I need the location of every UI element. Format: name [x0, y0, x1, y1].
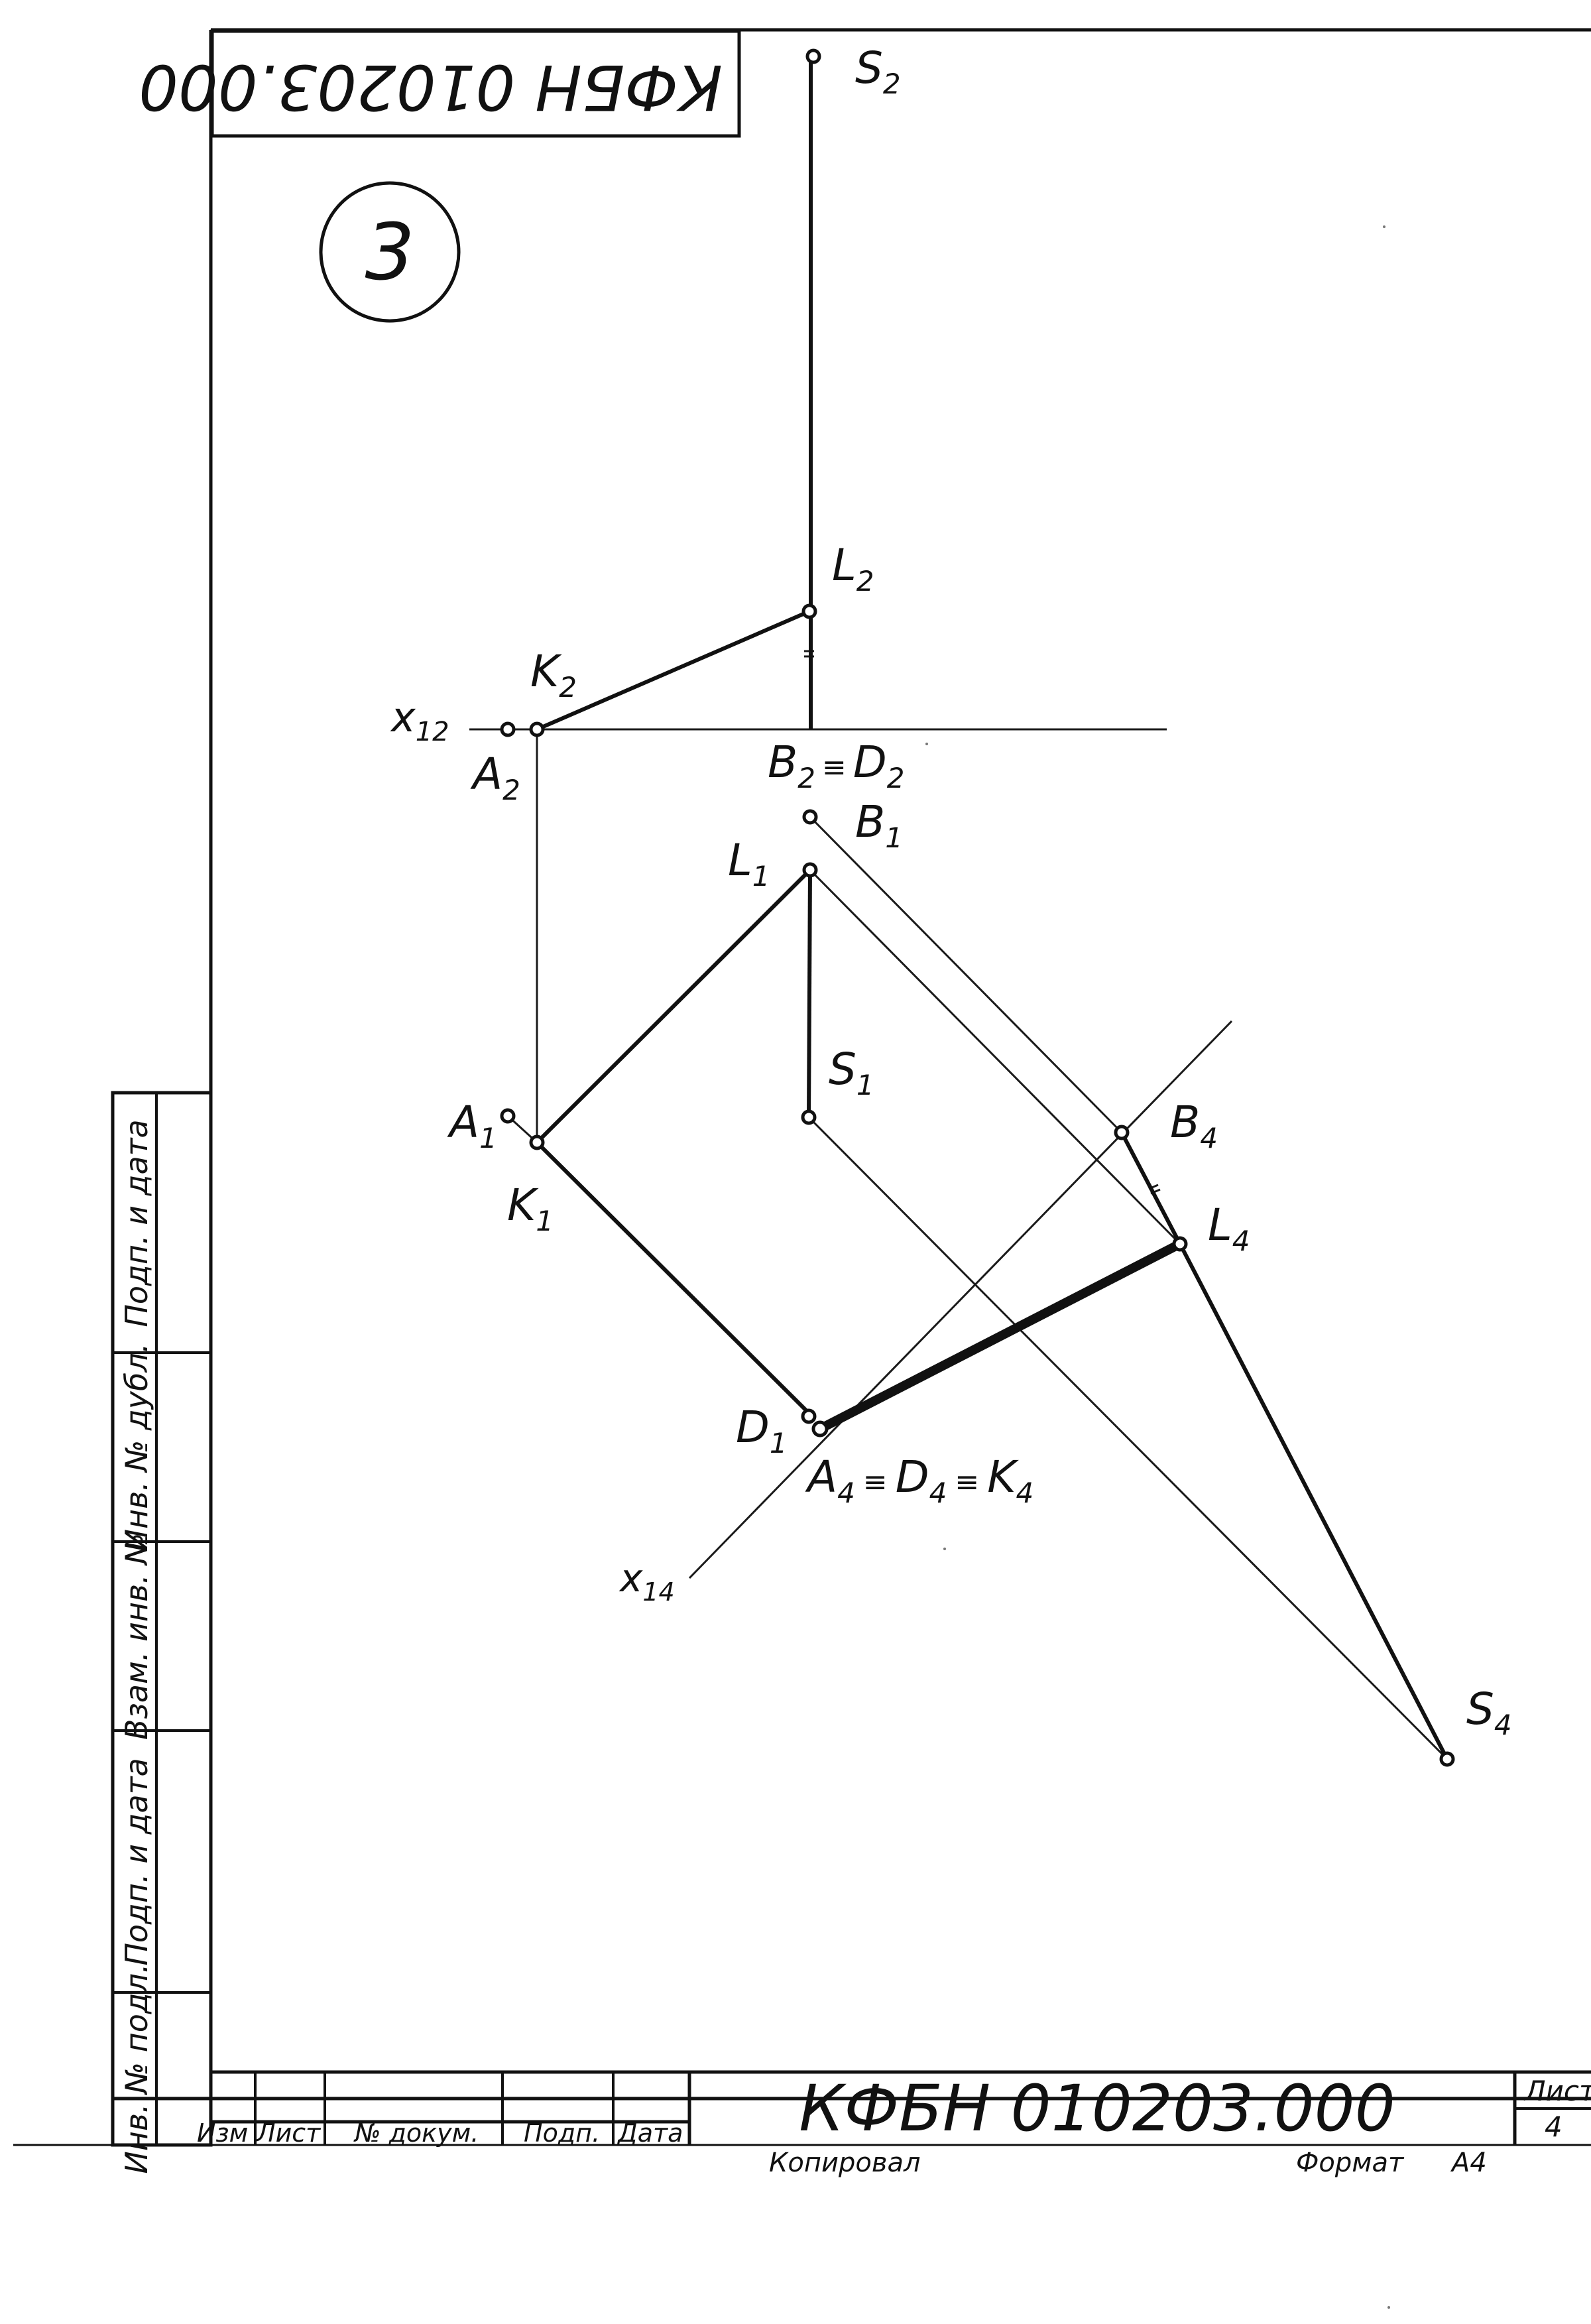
point-b4 [1114, 1125, 1130, 1140]
label-a4-d4-k4: A4≡D4≡K4 [805, 1451, 1033, 1509]
edge-l4-s4 [1178, 1243, 1449, 1760]
side-strip: Подп. и дата Инв. № дубл. Взам. инв. № П… [111, 1091, 213, 2174]
label-k2: K2 [530, 646, 577, 703]
side-podp-data-top: Подп. и дата [119, 1119, 154, 1327]
result-edge-a4-l4 [815, 1239, 1185, 1434]
scan-specks [925, 225, 1390, 2309]
title-code: КФБН 010203.000 [799, 2071, 1395, 2146]
point-l1 [802, 862, 818, 878]
mirrored-stamp-code: КФБН 010203.000 [139, 50, 723, 123]
label-s4: S4 [1466, 1683, 1512, 1741]
task-number-circle: 3 [319, 181, 461, 323]
edge-k2-l2 [536, 609, 811, 731]
title-n-dokum: № докум. [353, 2118, 479, 2148]
label-a2: A2 [470, 749, 520, 806]
task-number: 3 [365, 206, 414, 298]
point-s4 [1439, 1751, 1455, 1767]
point-a2 [500, 721, 516, 737]
label-l2: L2 [832, 540, 874, 597]
title-format-label: Формат [1296, 2148, 1405, 2178]
edge-k1-d1 [535, 1140, 812, 1416]
title-block: Изм Лист № докум. Подп. Дата КФБН 010203… [197, 2070, 1591, 2178]
point-labels: S2 L2 K2 x12 A2 B2≡D2 B1 L1 S1 A1 K1 D1 … [390, 42, 1512, 1741]
projection-line-b [809, 816, 1123, 1134]
label-l1: L1 [728, 835, 770, 892]
label-x12: x12 [390, 693, 449, 747]
side-vzam-inv: Взам. инв. № [119, 1533, 154, 1740]
point-k1 [529, 1134, 545, 1150]
label-k1: K1 [507, 1180, 554, 1237]
label-d1: D1 [736, 1402, 788, 1459]
projection-line-l [809, 869, 1181, 1245]
label-s2: S2 [855, 42, 901, 100]
label-b4: B4 [1170, 1097, 1218, 1154]
title-list-label: Лист [1523, 2075, 1591, 2107]
point-s1 [801, 1109, 817, 1125]
title-list: Лист [255, 2118, 322, 2148]
point-l2 [801, 603, 817, 619]
label-x14: x14 [619, 1556, 675, 1607]
side-inv-dubl: Инв. № дубл. [119, 1343, 154, 1552]
axis-x14 [688, 1020, 1233, 1579]
label-s1: S1 [829, 1044, 874, 1101]
points [500, 48, 1455, 1767]
label-a1: A1 [447, 1097, 497, 1154]
point-a1 [500, 1108, 516, 1124]
side-podp-data-bottom: Подп. и дата [119, 1758, 154, 1965]
label-b1: B1 [855, 796, 903, 854]
title-podp: Подп. [524, 2118, 600, 2148]
edge-l1-s1 [807, 869, 812, 1118]
construction-lines [469, 650, 1448, 1760]
edge-b4-l4 [1120, 1131, 1182, 1245]
title-format-value: А4 [1450, 2148, 1487, 2178]
edge-l1-k1 [535, 868, 812, 1144]
projection-line-s [807, 1116, 1448, 1760]
side-inv-podl: Инв. № подл. [119, 1963, 154, 2173]
title-kopiroval: Копировал [769, 2148, 921, 2178]
point-k2 [529, 721, 545, 737]
mirrored-stamp: КФБН 010203.000 [139, 29, 741, 138]
point-a4 [811, 1420, 829, 1437]
label-b2-d2: B2≡D2 [768, 737, 904, 794]
title-sheet-number: 4 [1545, 2110, 1562, 2143]
main-lines [535, 56, 1449, 1760]
drawing-frame [13, 28, 1591, 2146]
point-b1 [802, 809, 818, 825]
title-data: Дата [617, 2118, 683, 2148]
title-izm: Изм [197, 2118, 248, 2148]
label-l4: L4 [1208, 1199, 1250, 1257]
point-d1 [801, 1408, 817, 1424]
point-s2 [805, 48, 821, 64]
point-l4 [1172, 1236, 1188, 1252]
